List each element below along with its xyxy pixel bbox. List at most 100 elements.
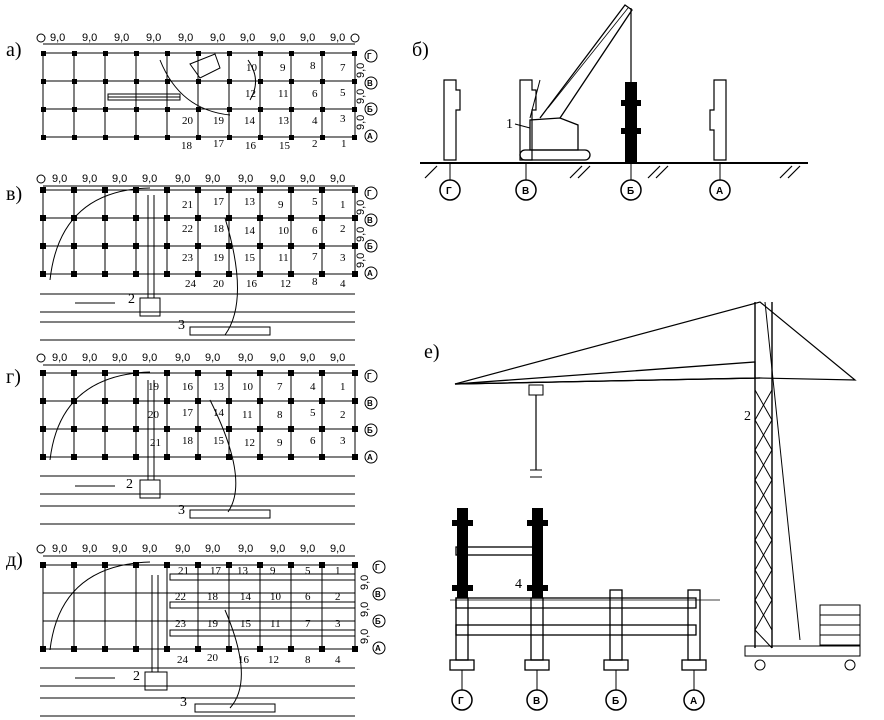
svg-text:А: А xyxy=(690,696,697,707)
svg-text:6: 6 xyxy=(305,591,311,603)
svg-text:9,0: 9,0 xyxy=(355,115,367,130)
svg-text:9,0: 9,0 xyxy=(82,543,97,555)
svg-text:6: 6 xyxy=(310,435,316,447)
svg-text:20: 20 xyxy=(213,278,225,290)
svg-text:9,0: 9,0 xyxy=(355,253,367,268)
panel-v-grid xyxy=(42,189,356,275)
panel-a-columns xyxy=(41,51,357,140)
svg-text:3: 3 xyxy=(340,435,346,447)
svg-text:13: 13 xyxy=(278,115,290,127)
svg-text:9,0: 9,0 xyxy=(300,173,315,185)
svg-text:12: 12 xyxy=(245,88,256,100)
svg-text:9: 9 xyxy=(280,62,286,74)
svg-text:9,0: 9,0 xyxy=(205,352,220,364)
svg-text:18: 18 xyxy=(182,435,194,447)
svg-text:5: 5 xyxy=(312,196,318,208)
svg-text:9,0: 9,0 xyxy=(210,32,225,44)
svg-text:13: 13 xyxy=(244,196,256,208)
callout-4: 4 xyxy=(515,577,522,592)
svg-text:14: 14 xyxy=(213,407,225,419)
svg-text:2: 2 xyxy=(312,138,318,150)
svg-text:9,0: 9,0 xyxy=(359,629,371,644)
svg-text:5: 5 xyxy=(305,565,311,577)
svg-text:9,0: 9,0 xyxy=(142,173,157,185)
svg-text:21: 21 xyxy=(182,199,193,211)
panel-v-axes: Г В Б А 9,0 9,0 9,0 xyxy=(355,186,378,280)
svg-text:17: 17 xyxy=(182,407,194,419)
svg-text:7: 7 xyxy=(340,62,346,74)
svg-text:В: В xyxy=(522,186,529,197)
svg-text:12: 12 xyxy=(244,437,255,449)
svg-text:9,0: 9,0 xyxy=(330,32,345,44)
svg-text:4: 4 xyxy=(340,278,346,290)
svg-text:12: 12 xyxy=(280,278,291,290)
panel-d-columns xyxy=(40,562,358,652)
svg-text:9,0: 9,0 xyxy=(205,543,220,555)
svg-text:16: 16 xyxy=(246,278,258,290)
panel-g-columns xyxy=(40,370,358,460)
svg-text:7: 7 xyxy=(305,618,311,630)
svg-text:23: 23 xyxy=(175,618,187,630)
svg-text:17: 17 xyxy=(210,565,222,577)
panel-d-reach-arc xyxy=(49,561,151,651)
svg-text:А: А xyxy=(367,453,373,462)
panel-d-beams xyxy=(169,573,356,637)
svg-text:9,0: 9,0 xyxy=(52,173,67,185)
svg-text:11: 11 xyxy=(270,618,281,630)
svg-text:Г: Г xyxy=(367,372,372,381)
panel-b-axes: Г В Б А xyxy=(439,163,731,201)
svg-text:19: 19 xyxy=(207,618,219,630)
svg-text:9,0: 9,0 xyxy=(50,32,65,44)
svg-text:16: 16 xyxy=(245,140,257,152)
svg-text:А: А xyxy=(375,644,381,653)
svg-text:Г: Г xyxy=(367,189,372,198)
svg-text:7: 7 xyxy=(277,381,283,393)
svg-text:9,0: 9,0 xyxy=(238,352,253,364)
panel-a: а) 9,0 9,0 9,0 9,0 9,0 9,0 9,0 9,0 9,0 9… xyxy=(6,32,378,152)
panel-g-grid xyxy=(42,372,356,458)
svg-text:9,0: 9,0 xyxy=(270,352,285,364)
svg-text:8: 8 xyxy=(277,409,283,421)
svg-text:9,0: 9,0 xyxy=(82,352,97,364)
panel-a-dims: 9,0 9,0 9,0 9,0 9,0 9,0 9,0 9,0 9,0 9,0 xyxy=(36,32,360,45)
svg-text:21: 21 xyxy=(150,437,161,449)
panel-d-label: д) xyxy=(6,549,23,571)
panel-b-columns xyxy=(443,79,727,161)
panel-a-axes: Г В Б А 9,0 9,0 9,0 xyxy=(355,49,378,143)
svg-text:6: 6 xyxy=(312,225,318,237)
panel-b-label: б) xyxy=(412,39,429,61)
svg-text:9: 9 xyxy=(278,199,284,211)
svg-text:В: В xyxy=(533,696,540,707)
svg-text:23: 23 xyxy=(182,252,194,264)
frame-structure xyxy=(449,546,707,671)
svg-text:8: 8 xyxy=(305,654,311,666)
svg-text:9,0: 9,0 xyxy=(270,32,285,44)
panel-g-rails xyxy=(40,380,355,525)
svg-text:9,0: 9,0 xyxy=(175,352,190,364)
svg-text:13: 13 xyxy=(213,381,225,393)
panel-e-label: е) xyxy=(424,341,440,363)
svg-text:Б: Б xyxy=(375,617,381,626)
svg-text:9,0: 9,0 xyxy=(112,543,127,555)
svg-text:11: 11 xyxy=(278,88,289,100)
svg-text:9,0: 9,0 xyxy=(355,227,367,242)
svg-text:3: 3 xyxy=(340,113,346,125)
svg-text:9,0: 9,0 xyxy=(178,32,193,44)
callout-2-e: 2 xyxy=(744,409,751,424)
svg-text:9,0: 9,0 xyxy=(175,543,190,555)
panel-g-axes: Г В Б А xyxy=(364,369,378,464)
svg-text:9,0: 9,0 xyxy=(112,352,127,364)
installing-column xyxy=(621,8,641,162)
panel-v-reach-arc xyxy=(49,187,151,281)
svg-text:9,0: 9,0 xyxy=(82,32,97,44)
svg-text:20: 20 xyxy=(207,652,219,664)
svg-text:9,0: 9,0 xyxy=(142,352,157,364)
svg-text:9,0: 9,0 xyxy=(355,63,367,78)
panel-g: г) 9,09,09,09,09,09,09,09,09,09,0 191613… xyxy=(6,352,378,525)
svg-text:Г: Г xyxy=(446,186,452,197)
